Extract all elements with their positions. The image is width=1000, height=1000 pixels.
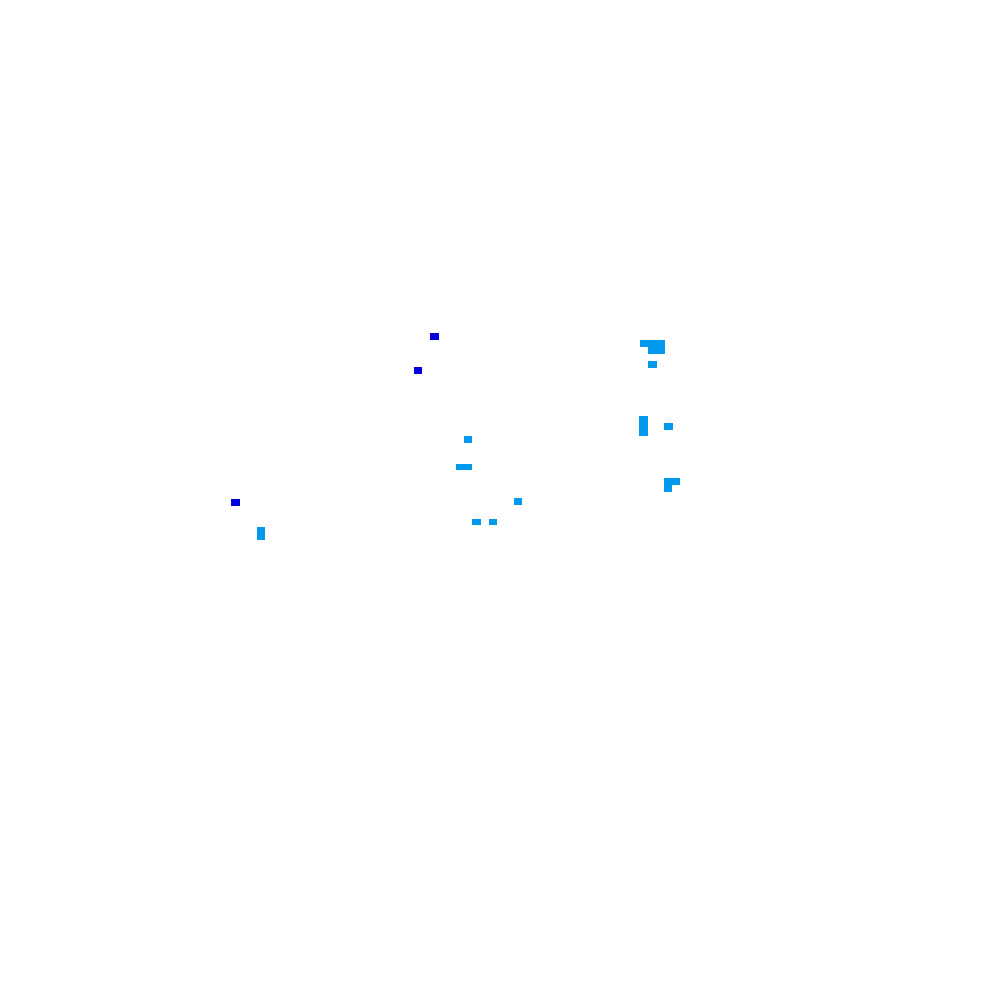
light-blue-square — [514, 498, 522, 505]
light-blue-square — [489, 519, 497, 525]
light-blue-square — [664, 423, 673, 430]
light-blue-column — [639, 416, 648, 436]
light-blue-square — [664, 485, 672, 492]
light-blue-square — [648, 361, 657, 368]
dark-blue-square — [430, 333, 439, 340]
light-blue-square — [464, 436, 472, 443]
light-blue-bar — [640, 340, 665, 347]
light-blue-block — [648, 347, 665, 354]
light-blue-bar — [664, 478, 680, 485]
light-blue-bar — [456, 464, 472, 470]
dark-blue-square — [414, 367, 422, 374]
dark-blue-square — [231, 499, 240, 506]
light-blue-column — [257, 527, 265, 540]
light-blue-square — [472, 519, 481, 525]
